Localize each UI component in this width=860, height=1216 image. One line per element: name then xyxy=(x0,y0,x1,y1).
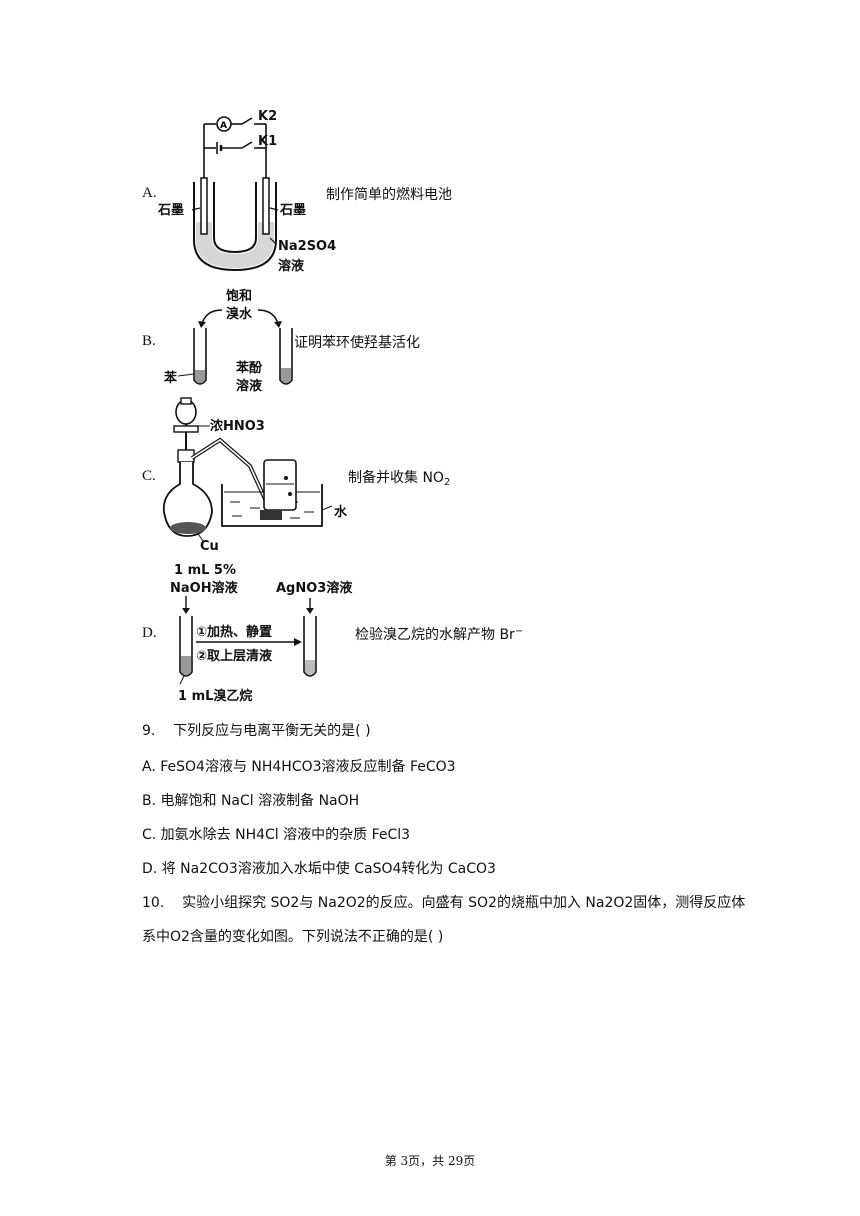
question-9-option-b: B. 电解饱和 NaCl 溶液制备 NaOH xyxy=(142,793,360,809)
label-k1: K1 xyxy=(258,134,277,149)
svg-text:A: A xyxy=(220,121,227,131)
label-bromine-water: 溴水 xyxy=(226,306,253,322)
label-step2: ②取上层清液 xyxy=(196,648,272,664)
option-a-letter: A. xyxy=(142,185,157,201)
option-d-text: 检验溴乙烷的水解产物 Br xyxy=(355,627,515,643)
option-d-description: 检验溴乙烷的水解产物 Br− xyxy=(355,624,523,644)
question-9-number: 9. xyxy=(142,723,156,739)
bromoethane-hydrolysis-diagram: 1 mL 5% NaOH溶液 AgNO3溶液 ①加热、静置 ②取上层清液 1 m… xyxy=(170,563,352,704)
option-b-letter: B. xyxy=(142,333,156,349)
option-b-description: 证明苯环使羟基活化 xyxy=(294,335,420,351)
label-step1: ①加热、静置 xyxy=(196,624,272,640)
label-naoh-volume: 1 mL 5% xyxy=(174,563,236,578)
label-saturated: 饱和 xyxy=(225,288,252,304)
label-phenol: 苯酚 xyxy=(235,360,263,376)
option-d-letter: D. xyxy=(142,625,157,641)
label-cu: Cu xyxy=(200,539,219,554)
label-graphite-right: 石墨 xyxy=(279,203,306,218)
label-phenol-solution: 溶液 xyxy=(236,378,262,394)
option-c-description: 制备并收集 NO2 xyxy=(348,467,451,488)
question-9-option-a: A. FeSO4溶液与 NH4HCO3溶液反应制备 FeCO3 xyxy=(142,759,456,775)
fuel-cell-diagram: A K2 K1 石墨 石墨 Na2SO4 溶液 xyxy=(157,109,336,274)
question-9-text: 下列反应与电离平衡无关的是( ) xyxy=(173,723,371,739)
option-d-superscript: − xyxy=(514,626,524,637)
question-10-line1: 10. 实验小组探究 SO2与 Na2O2的反应。向盛有 SO2的烧瓶中加入 N… xyxy=(142,892,745,912)
option-c-subscript: 2 xyxy=(443,477,451,488)
question-9-stem: 9. 下列反应与电离平衡无关的是( ) xyxy=(142,720,371,740)
label-k2: K2 xyxy=(258,109,277,124)
label-na2so4: Na2SO4 xyxy=(278,239,336,254)
label-solution: 溶液 xyxy=(278,258,304,274)
bromine-water-diagram: 饱和 溴水 苯 苯酚 溶液 xyxy=(163,288,293,394)
option-c-letter: C. xyxy=(142,468,156,484)
question-10-line2: 系中O2含量的变化如图。下列说法不正确的是( ) xyxy=(142,929,444,945)
question-9-option-d: D. 将 Na2CO3溶液加入水垢中使 CaSO4转化为 CaCO3 xyxy=(142,861,496,877)
option-c-text: 制备并收集 NO xyxy=(348,470,444,486)
label-graphite-left: 石墨 xyxy=(157,203,184,218)
question-10-number: 10. xyxy=(142,895,165,911)
label-conc-hno3: 浓HNO3 xyxy=(210,418,265,434)
option-a-description: 制作简单的燃料电池 xyxy=(326,187,452,203)
question-9-option-c: C. 加氨水除去 NH4Cl 溶液中的杂质 FeCl3 xyxy=(142,827,411,843)
label-bromoethane: 1 mL溴乙烷 xyxy=(178,688,252,704)
no2-apparatus-diagram: 浓HNO3 Cu 水 xyxy=(162,397,348,554)
question-10-text: 实验小组探究 SO2与 Na2O2的反应。向盛有 SO2的烧瓶中加入 Na2O2… xyxy=(182,895,746,911)
label-water: 水 xyxy=(334,504,348,520)
label-benzene: 苯 xyxy=(163,370,178,386)
label-naoh-solution: NaOH溶液 xyxy=(170,580,238,596)
page-footer: 第 3页，共 29页 xyxy=(384,1154,476,1168)
label-agno3: AgNO3溶液 xyxy=(276,580,352,596)
